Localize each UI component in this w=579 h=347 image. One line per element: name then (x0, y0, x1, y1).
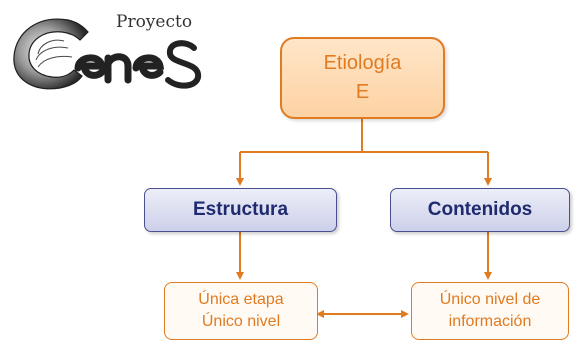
leaf-right-line-2: información (448, 313, 532, 330)
logo-word: Proyecto (116, 12, 193, 32)
leaf-contenidos: Único nivel de información (411, 282, 569, 340)
estructura-label: Estructura (192, 199, 289, 220)
root-line-1: Etiología (323, 52, 402, 74)
contenidos-label: Contenidos (427, 199, 533, 220)
genes-logo-mark (13, 18, 202, 90)
root-line-2: E (355, 81, 370, 103)
node-contenidos: Contenidos (390, 188, 570, 232)
leaf-left-line-2: Único nivel (201, 313, 281, 330)
proyecto-genes-logo: Proyecto (8, 6, 208, 92)
root-node-etiologia: Etiología E (280, 37, 445, 119)
leaf-estructura: Única etapa Único nivel (164, 282, 318, 340)
leaf-right-line-1: Único nivel de (439, 291, 541, 308)
leaf-left-line-1: Única etapa (198, 291, 284, 308)
node-estructura: Estructura (144, 188, 337, 232)
